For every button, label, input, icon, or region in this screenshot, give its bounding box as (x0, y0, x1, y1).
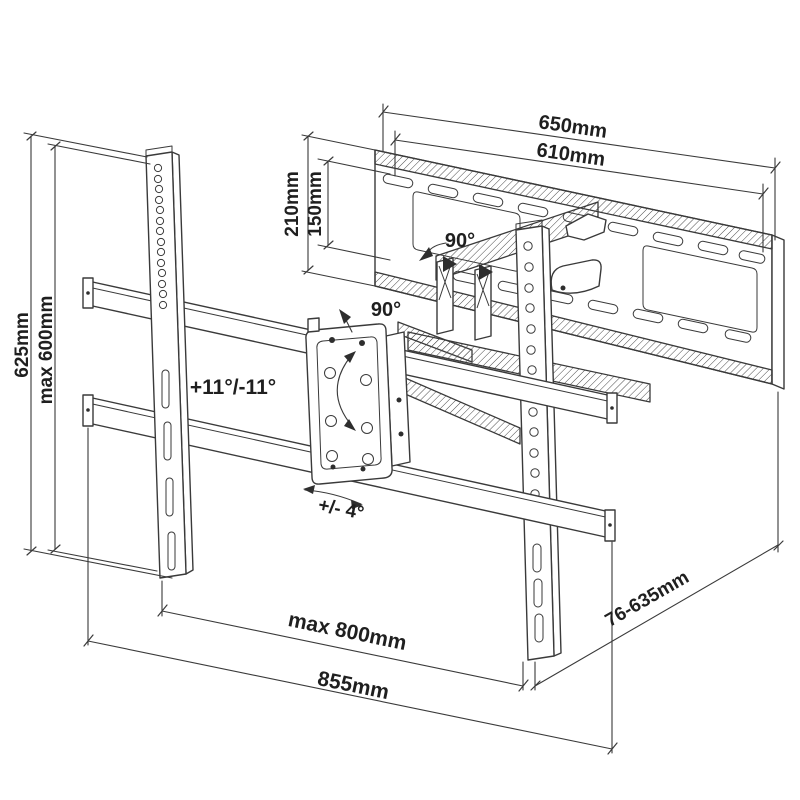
left-rail-holes (153, 163, 168, 310)
left-tv-bracket-rail (145, 145, 194, 579)
vesa-bolt (359, 340, 365, 346)
dimension-150mm (317, 156, 391, 261)
dim-label-plate-width-outer: 650mm (537, 111, 608, 143)
left-rail-slots (161, 369, 176, 571)
angle-label-swivel-wall: 90° (445, 230, 475, 252)
vesa-holes (324, 367, 374, 465)
dim-label-vesa-width-max: max 800mm (286, 608, 408, 655)
dim-label-rail-height: 625mm (12, 312, 33, 378)
swivel-arrow-icon (419, 247, 433, 261)
swivel-hinge-post-1 (436, 256, 457, 335)
wall-plate-side-face (771, 234, 785, 390)
dimension-855mm (83, 427, 618, 755)
dim-label-plate-height: 210mm (282, 171, 303, 237)
vesa-bolt (329, 337, 335, 343)
right-rail-holes (523, 241, 541, 519)
level-arrow-right-icon (351, 500, 363, 509)
dimension-625mm (23, 131, 173, 579)
angle-label-tilt-range: +11°/-11° (190, 376, 276, 399)
dimension-max600mm (47, 141, 158, 572)
swivel-indicator-wall (419, 242, 447, 261)
tilt-arrow-down-icon (344, 419, 356, 431)
wall-plate-top-flange (374, 149, 773, 250)
swivel-hinge-post-2 (474, 264, 493, 341)
swivel-arrow-icon (339, 309, 351, 324)
right-rail-slots (532, 543, 544, 643)
dimension-210mm (301, 131, 376, 287)
angle-label-level-adjust: +/- 4° (316, 495, 365, 524)
dimension-650mm (378, 103, 781, 241)
swivel-indicator-vesa (339, 309, 353, 333)
vesa-bolt (330, 464, 336, 470)
tilt-arrow-up-icon (344, 351, 356, 363)
dimension-max800mm (157, 580, 529, 692)
dim-label-extension-depth: 76-635mm (602, 567, 693, 632)
dim-label-vesa-height-max: max 600mm (36, 296, 57, 405)
level-adjust-indicator (303, 485, 363, 509)
angle-label-swivel-vesa: 90° (371, 299, 401, 321)
dimension-610mm (390, 130, 769, 253)
wall-hook-upper (565, 213, 607, 241)
dim-label-total-width: 855mm (316, 667, 392, 704)
wall-plate-bottom-flange (374, 271, 773, 385)
vesa-plate (305, 317, 411, 485)
vesa-top-tab (307, 317, 320, 333)
wall-hook-lower (550, 259, 602, 294)
level-arrow-left-icon (303, 485, 315, 494)
wall-plate-opening-left (412, 191, 521, 272)
hook-bolt (560, 285, 566, 291)
dim-label-plate-slot-spacing: 150mm (305, 171, 326, 237)
dimension-76-635mm (530, 391, 784, 691)
vesa-bolt (360, 466, 366, 472)
tilt-indicator (336, 351, 356, 431)
wall-plate-opening-right (642, 245, 758, 333)
